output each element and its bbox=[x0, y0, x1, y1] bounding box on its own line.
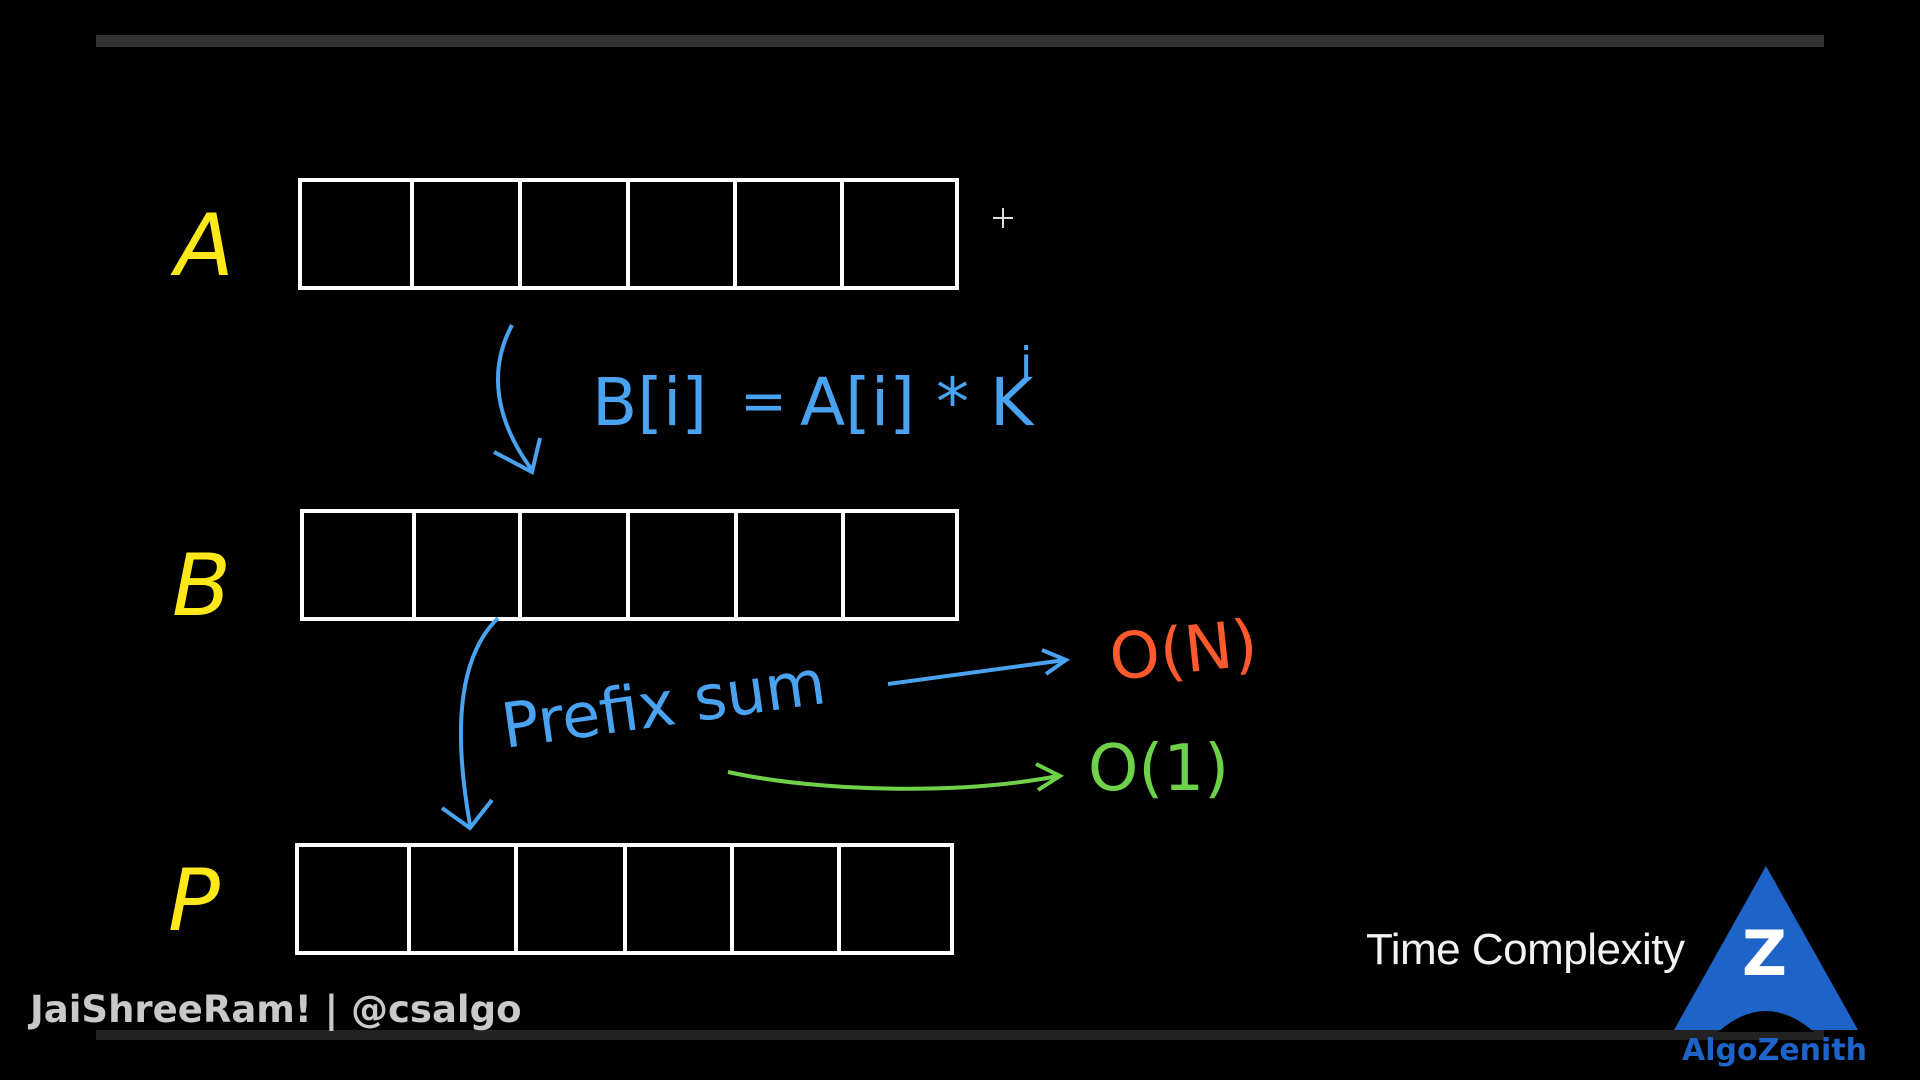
formula: B[i] = A[i] * K i bbox=[592, 338, 1035, 441]
arrow-to-on-head-icon bbox=[1041, 648, 1071, 676]
formula-exponent: i bbox=[1020, 338, 1032, 389]
formula-lhs: B[i] bbox=[592, 364, 707, 441]
arrow-to-o1-head-icon bbox=[1035, 762, 1065, 792]
formula-rhs: A[i] * K bbox=[800, 364, 1035, 441]
bottom-progress-track bbox=[96, 1030, 1824, 1040]
algozenith-logo-icon: Z bbox=[1674, 866, 1858, 1032]
array-b-cells bbox=[300, 509, 959, 621]
complexity-o1: O(1) bbox=[1088, 732, 1229, 806]
prefix-sum-label: Prefix sum bbox=[497, 645, 830, 763]
arrow-a-to-b-head-icon bbox=[493, 437, 542, 475]
array-b-label: B bbox=[172, 536, 231, 636]
array-p: P bbox=[168, 843, 954, 955]
channel-tag: JaiShreeRam! | @csalgo bbox=[30, 988, 522, 1031]
array-a: A bbox=[170, 178, 959, 296]
logo-letter: Z bbox=[1742, 917, 1787, 990]
array-p-cells bbox=[295, 843, 954, 955]
arrow-to-o1-icon bbox=[727, 770, 1059, 791]
logo-text: AlgoZenith bbox=[1682, 1033, 1868, 1068]
time-complexity-caption: Time Complexity bbox=[1366, 925, 1685, 974]
arrow-to-on-icon bbox=[887, 658, 1066, 686]
arrow-a-to-b-icon bbox=[496, 324, 534, 472]
array-a-cells bbox=[298, 178, 959, 290]
top-progress-track bbox=[96, 35, 1824, 47]
array-p-label: P bbox=[168, 851, 220, 951]
cursor-crosshair-icon bbox=[993, 208, 1013, 228]
array-b: B bbox=[172, 509, 959, 636]
arrow-b-to-p-icon bbox=[458, 616, 500, 826]
arrow-b-to-p-head-icon bbox=[440, 798, 494, 831]
complexity-on: O(N) bbox=[1106, 607, 1261, 696]
formula-equals: = bbox=[740, 369, 787, 434]
array-a-label: A bbox=[170, 196, 234, 296]
